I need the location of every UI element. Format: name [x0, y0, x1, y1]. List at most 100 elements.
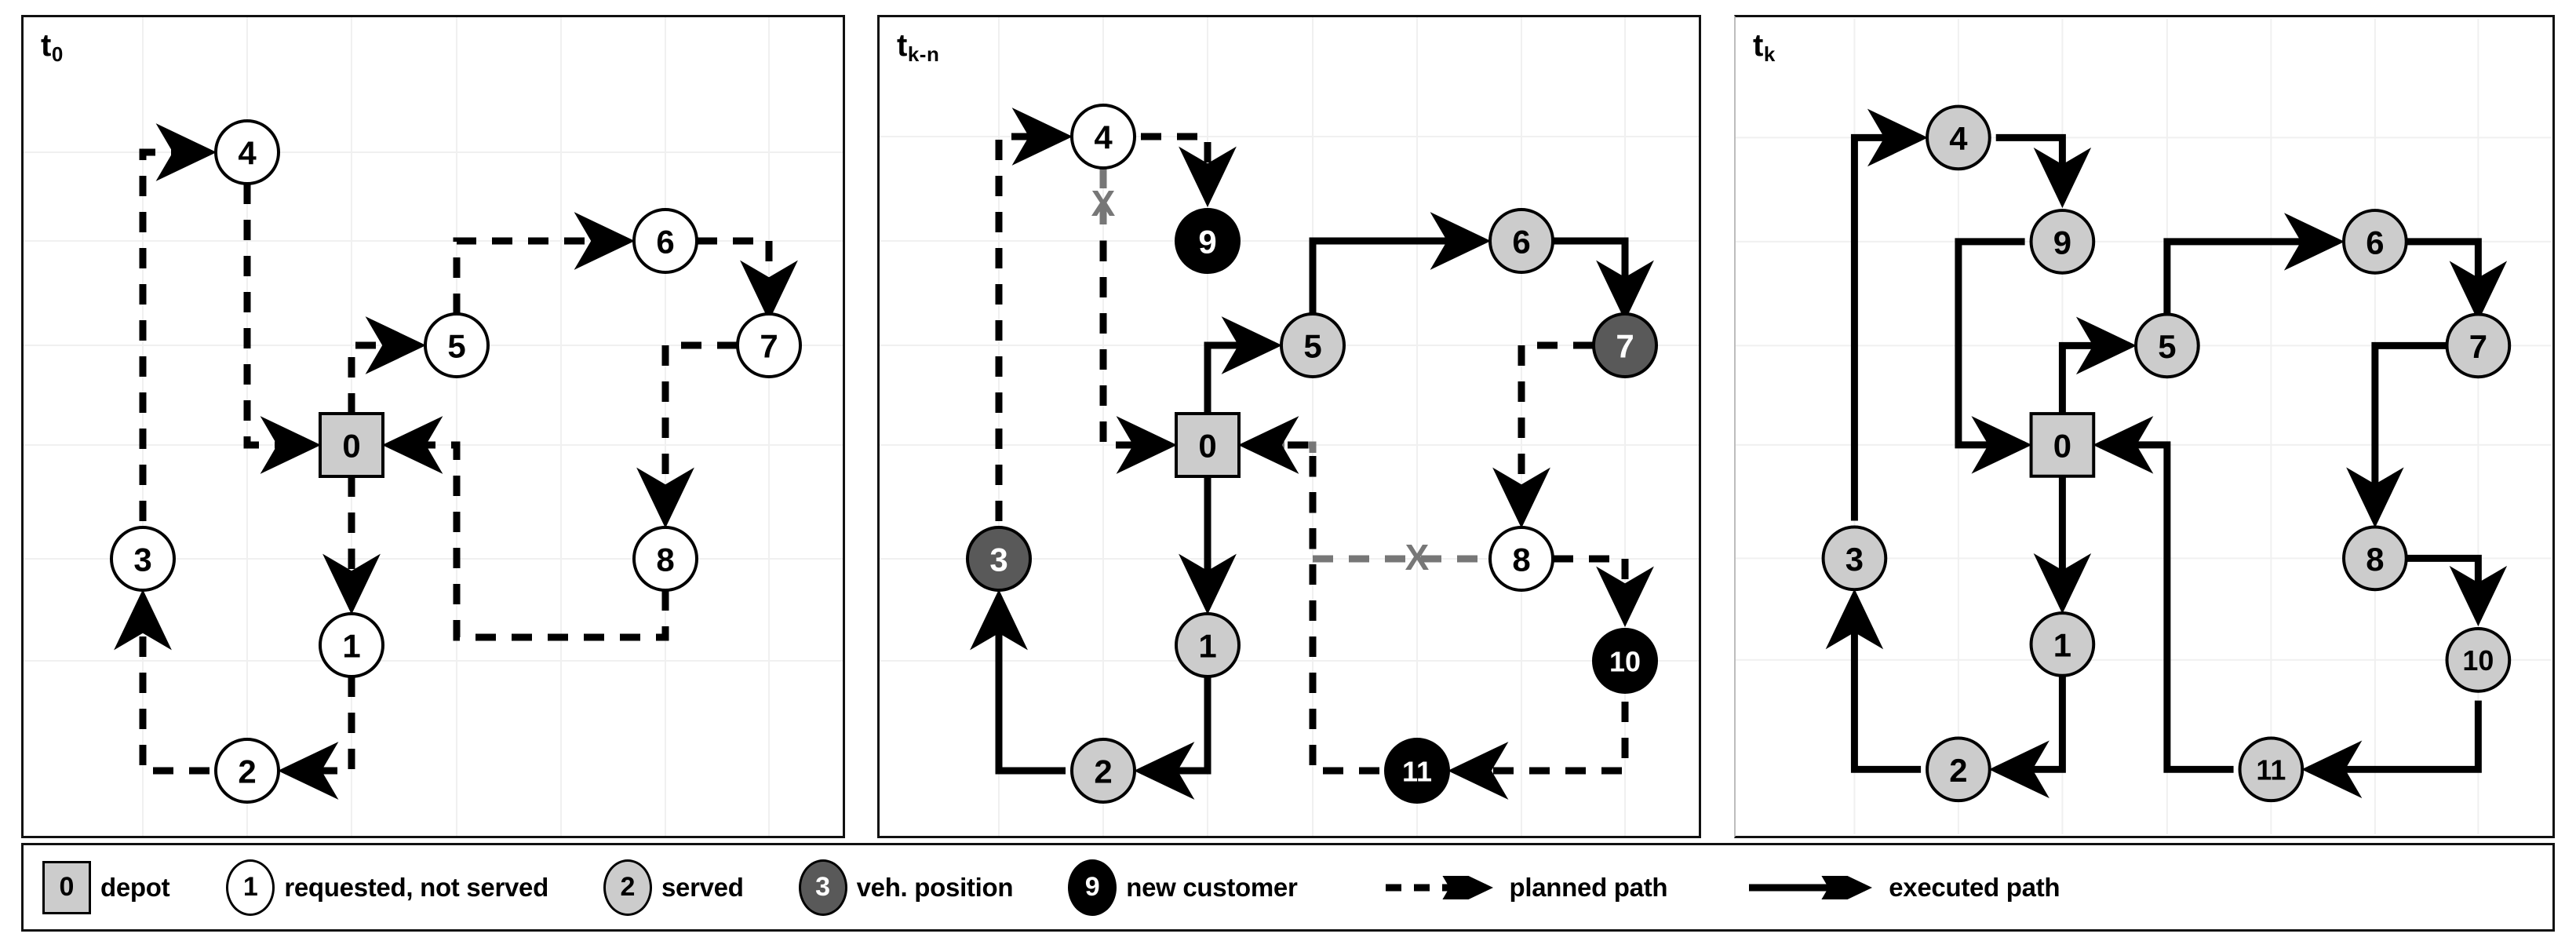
node-2[interactable]: 2	[1926, 736, 1991, 803]
legend-glyph-depot: 0	[42, 860, 91, 914]
node-6[interactable]: 6	[1488, 208, 1554, 274]
node-label: 8	[1512, 542, 1530, 578]
panel-tk-svg: 0 1 2 3 4 5 6 7 8 9 10 11	[1736, 18, 2552, 835]
nodes: 0 1 2 3 4 5 6 7 8 9 10 11	[1821, 104, 2512, 803]
planned-routes	[114, 123, 798, 800]
planned-routes	[995, 108, 1654, 800]
node-2[interactable]: 2	[214, 738, 280, 804]
node-shape	[1926, 104, 1991, 171]
node-8[interactable]: 8	[632, 526, 698, 592]
node-1[interactable]: 1	[1175, 612, 1241, 678]
node-shape	[1488, 526, 1554, 592]
edge-5-6	[1309, 212, 1492, 314]
node-label: 8	[2366, 541, 2384, 578]
node-7[interactable]: 7	[1592, 312, 1658, 378]
node-8[interactable]: 8	[1488, 526, 1554, 592]
edge-6-7	[697, 237, 798, 322]
node-shape	[1488, 208, 1554, 274]
node-7[interactable]: 7	[2445, 312, 2512, 379]
node-label: 9	[1198, 224, 1216, 261]
panel-tk-n: tk-n	[877, 15, 1701, 838]
node-3[interactable]: 3	[966, 526, 1032, 592]
edge-0-5	[348, 316, 427, 414]
node-6[interactable]: 6	[2342, 209, 2408, 275]
panel-tk-title: tk	[1753, 28, 1776, 66]
legend-item-new-customer: 9 new customer	[1068, 845, 1298, 929]
node-shape	[1175, 412, 1241, 478]
edge-0-5	[1204, 316, 1283, 414]
cancel-x-marker: X	[1405, 537, 1430, 578]
node-9[interactable]: 9	[2029, 209, 2096, 275]
panel-tk-n-svg: X X 0 1 2 3 4 5 67 8 9 10 11	[880, 17, 1699, 836]
node-0[interactable]: 0	[2029, 412, 2096, 478]
legend-label-requested: requested, not served	[284, 872, 548, 902]
edge-8-0	[381, 416, 669, 641]
edge-7-8	[1492, 341, 1594, 529]
node-5[interactable]: 5	[424, 312, 490, 378]
legend-label-depot: depot	[100, 872, 170, 902]
executed-routes	[970, 212, 1654, 800]
node-label: 2	[238, 753, 256, 790]
panel-t0: t0	[21, 15, 845, 838]
node-11[interactable]: 11	[2238, 736, 2305, 803]
node-shape	[966, 526, 1032, 592]
legend-item-served: 2 served	[603, 845, 744, 929]
node-5[interactable]: 5	[1280, 312, 1346, 378]
node-2[interactable]: 2	[1070, 738, 1136, 804]
node-5[interactable]: 5	[2134, 312, 2200, 379]
node-label: 2	[1949, 752, 1967, 789]
node-10[interactable]: 10	[1592, 628, 1658, 694]
node-shape	[632, 526, 698, 592]
legend-glyph-requested: 1	[226, 859, 275, 916]
node-10[interactable]: 10	[2445, 627, 2512, 693]
node-label: 0	[2053, 427, 2071, 464]
node-label: 1	[342, 628, 360, 665]
node-shape	[424, 312, 490, 378]
node-shape	[736, 312, 802, 378]
node-label: 8	[656, 542, 674, 578]
node-4[interactable]: 4	[214, 119, 280, 185]
node-shape	[1821, 525, 1888, 592]
panel-t0-title: t0	[41, 28, 64, 66]
node-label: 1	[1198, 628, 1216, 665]
legend-glyph-served: 2	[603, 859, 652, 916]
node-shape	[2445, 627, 2512, 693]
legend-label-executed-path: executed path	[1889, 872, 2060, 902]
panel-tk-n-title: tk-n	[897, 28, 940, 66]
edge-6-7	[1553, 237, 1654, 322]
edge-4-9	[1995, 133, 2092, 209]
edge-3-4	[139, 123, 217, 521]
node-shape	[214, 738, 280, 804]
node-7[interactable]: 7	[736, 312, 802, 378]
edge-11-0	[2093, 416, 2234, 773]
cancel-x-marker: X	[1091, 183, 1116, 224]
node-shape	[2029, 412, 2096, 478]
node-label: 7	[2469, 328, 2487, 365]
node-4[interactable]: 4	[1926, 104, 1991, 171]
node-6[interactable]: 6	[632, 208, 698, 274]
node-shape	[1070, 104, 1136, 170]
legend-label-new-customer: new customer	[1126, 872, 1298, 902]
node-shape	[2029, 611, 2096, 677]
node-1[interactable]: 1	[2029, 611, 2096, 677]
node-shape	[2445, 312, 2512, 379]
node-9[interactable]: 9	[1175, 208, 1241, 274]
edge-4-0	[243, 184, 322, 474]
node-3[interactable]: 3	[110, 526, 176, 592]
node-1[interactable]: 1	[319, 612, 384, 678]
node-4[interactable]: 4	[1070, 104, 1136, 170]
node-shape	[1175, 208, 1241, 274]
edge-2-3	[1825, 589, 1922, 773]
node-shape	[110, 526, 176, 592]
node-11[interactable]: 11	[1384, 738, 1450, 804]
executed-routes	[1825, 108, 2508, 799]
node-3[interactable]: 3	[1821, 525, 1888, 592]
node-0[interactable]: 0	[319, 412, 384, 478]
edge-9-0	[1099, 241, 1178, 474]
legend-item-requested: 1 requested, not served	[226, 845, 548, 929]
node-0[interactable]: 0	[1175, 412, 1241, 478]
legend-label-planned-path: planned path	[1509, 872, 1668, 902]
node-8[interactable]: 8	[2342, 525, 2408, 592]
legend-item-vehicle-position: 3 veh. position	[798, 845, 1014, 929]
edge-7-8	[636, 341, 738, 529]
